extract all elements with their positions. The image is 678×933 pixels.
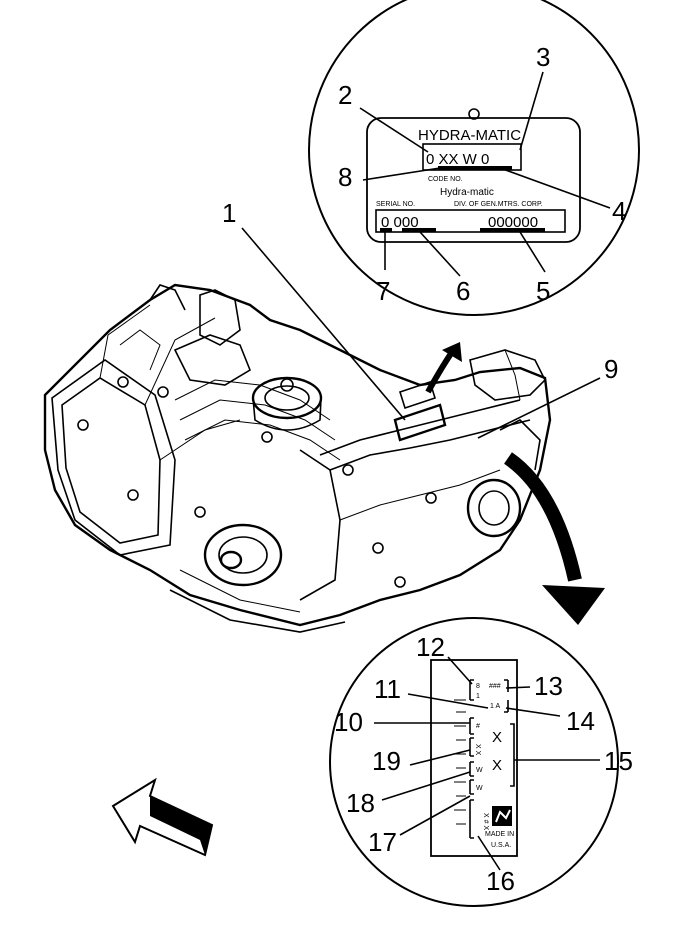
label-line2-b: 1 A bbox=[490, 703, 500, 710]
gm-logo-icon bbox=[492, 806, 512, 826]
callout-13: 13 bbox=[534, 671, 563, 701]
leader-lines bbox=[241, 71, 611, 871]
label-xhx: X # X bbox=[482, 813, 489, 830]
callout-18: 18 bbox=[346, 788, 375, 818]
callout-4: 4 bbox=[612, 196, 626, 226]
label-w1: W bbox=[476, 767, 483, 774]
label-line2-a: 1 bbox=[476, 693, 480, 700]
plate-brand: HYDRA-MATIC bbox=[418, 127, 521, 144]
plate-division: DIV. OF GEN.MTRS. CORP. bbox=[454, 201, 543, 208]
callout-16: 16 bbox=[486, 866, 515, 896]
label-usa: U.S.A. bbox=[491, 842, 511, 849]
label-hash: # bbox=[476, 723, 480, 730]
plate-maker: Hydra-matic bbox=[440, 187, 494, 198]
callout-19: 19 bbox=[372, 746, 401, 776]
callout-12: 12 bbox=[416, 632, 445, 662]
arrow-to-top-plate bbox=[425, 342, 462, 394]
plate-serial-number: 000000 bbox=[488, 214, 538, 231]
side-label bbox=[430, 659, 518, 857]
callout-14: 14 bbox=[566, 706, 595, 736]
label-made-in: MADE IN bbox=[485, 831, 514, 838]
label-xx: X X bbox=[474, 744, 481, 756]
callout-numbers: 1 2 3 4 5 6 7 8 9 10 11 12 13 14 15 16 1… bbox=[222, 42, 633, 896]
callout-17: 17 bbox=[368, 827, 397, 857]
callout-5: 5 bbox=[536, 276, 550, 306]
callout-11: 11 bbox=[374, 674, 401, 704]
plate-code-value: 0 XX W 0 bbox=[426, 151, 489, 168]
label-big-x2: X bbox=[492, 757, 502, 774]
transmission-illustration bbox=[43, 283, 552, 633]
callout-9: 9 bbox=[604, 354, 618, 384]
plate-code-label: CODE NO. bbox=[428, 176, 463, 183]
top-detail-circle: HYDRA-MATIC 0 XX W 0 CODE NO. Hydra-mati… bbox=[308, 0, 640, 316]
plate-serial-prefix: 0 000 bbox=[381, 214, 419, 231]
callout-8: 8 bbox=[338, 162, 352, 192]
callout-7: 7 bbox=[376, 276, 390, 306]
label-w2: W bbox=[476, 785, 483, 792]
label-ticks bbox=[454, 699, 466, 825]
callout-2: 2 bbox=[338, 80, 352, 110]
bolts bbox=[77, 376, 437, 588]
label-line1-b: ### bbox=[489, 683, 501, 690]
callout-1: 1 bbox=[222, 198, 236, 228]
callout-10: 10 bbox=[334, 707, 363, 737]
label-line1-a: 8 bbox=[476, 683, 480, 690]
callout-15: 15 bbox=[604, 746, 633, 776]
label-big-x1: X bbox=[492, 729, 502, 746]
plate-serial-label: SERIAL NO. bbox=[376, 201, 415, 208]
callout-3: 3 bbox=[536, 42, 550, 72]
arrow-to-side-label bbox=[503, 452, 605, 625]
callout-6: 6 bbox=[456, 276, 470, 306]
front-direction-arrow bbox=[111, 777, 214, 857]
